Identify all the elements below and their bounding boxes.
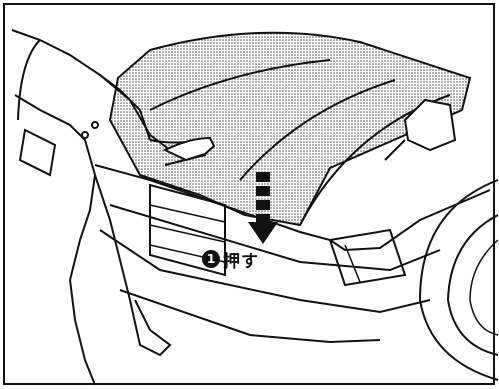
headlight: [330, 230, 405, 285]
step-callout: 1 押す: [202, 248, 259, 270]
step-number-badge: 1: [202, 250, 220, 268]
step-instruction-text: 押す: [223, 247, 259, 272]
front-wheel: [420, 180, 498, 380]
